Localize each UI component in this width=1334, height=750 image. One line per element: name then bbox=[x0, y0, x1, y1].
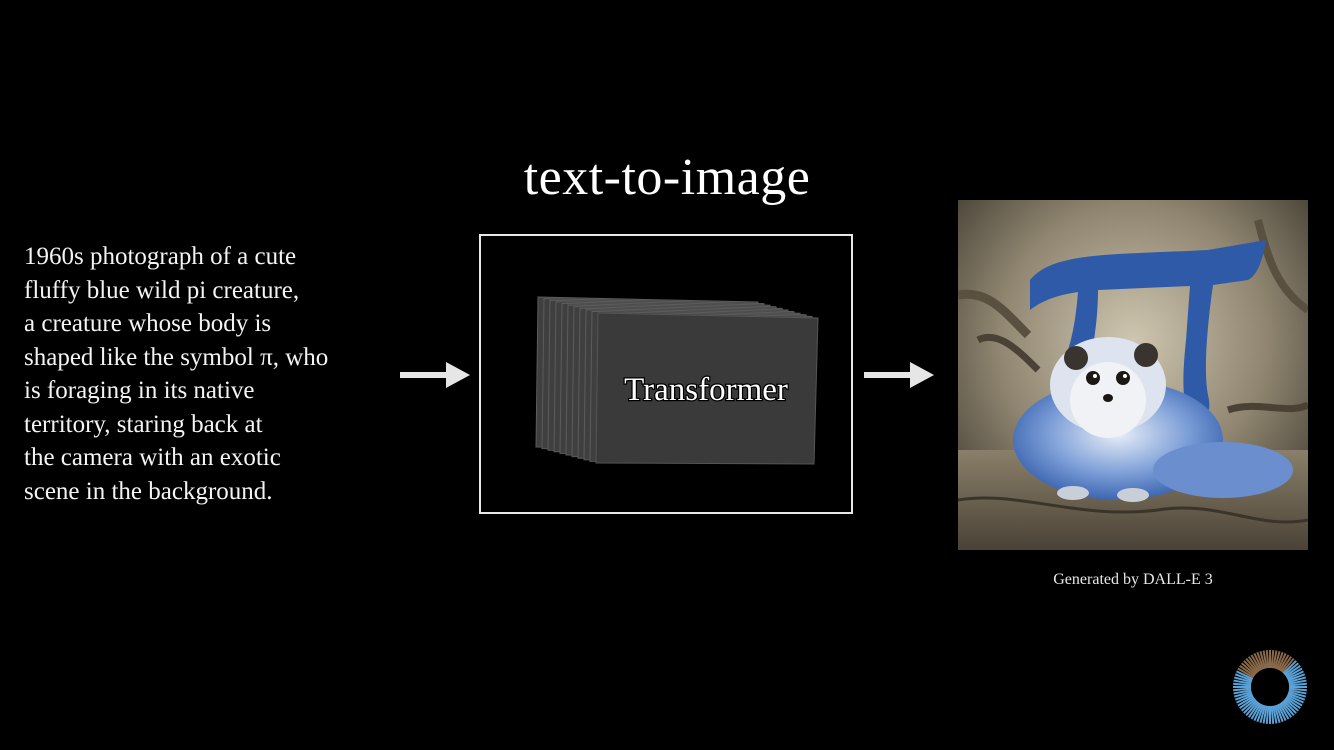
logo-spoke bbox=[1270, 650, 1275, 669]
transformer-block-stack: Transformer bbox=[535, 296, 819, 465]
logo-spoke bbox=[1245, 700, 1259, 716]
logo-spoke bbox=[1262, 705, 1268, 724]
channel-logo bbox=[1233, 650, 1307, 724]
logo-spoke bbox=[1265, 705, 1270, 724]
logo-spoke bbox=[1286, 670, 1304, 680]
logo-spoke bbox=[1288, 690, 1306, 698]
logo-spoke bbox=[1239, 697, 1256, 710]
logo-spoke bbox=[1265, 650, 1270, 669]
logo-spoke bbox=[1245, 658, 1259, 674]
logo-spoke bbox=[1284, 697, 1301, 710]
logo-spoke bbox=[1259, 651, 1267, 669]
prompt-line: is foraging in its native bbox=[24, 377, 255, 404]
logo-spoke bbox=[1236, 670, 1254, 680]
prompt-line: 1960s photograph of a cute bbox=[24, 243, 297, 270]
logo-spoke bbox=[1243, 699, 1258, 714]
logo-spoke bbox=[1241, 698, 1257, 712]
logo-spoke bbox=[1288, 679, 1307, 685]
logo-spoke bbox=[1237, 667, 1255, 679]
logo-spoke bbox=[1277, 703, 1287, 721]
model-frame: Transformer bbox=[479, 234, 853, 514]
logo-spoke bbox=[1247, 656, 1260, 673]
logo-spoke bbox=[1285, 695, 1303, 707]
logo-spoke bbox=[1287, 673, 1306, 682]
prompt-line: fluffy blue wild pi creature, bbox=[24, 276, 300, 304]
diagram-title: text-to-image bbox=[0, 148, 1334, 207]
logo-spoke bbox=[1233, 682, 1252, 687]
logo-spoke bbox=[1275, 651, 1284, 670]
logo-spoke bbox=[1253, 653, 1263, 671]
logo-spoke bbox=[1278, 654, 1290, 672]
logo-spoke bbox=[1283, 698, 1299, 712]
logo-spoke bbox=[1284, 664, 1301, 677]
logo-spoke bbox=[1233, 679, 1252, 685]
logo-spoke bbox=[1278, 702, 1290, 720]
logo-spoke bbox=[1282, 699, 1297, 714]
logo-spoke bbox=[1273, 705, 1281, 723]
logo-spoke bbox=[1286, 694, 1304, 704]
logo-spoke bbox=[1275, 704, 1284, 723]
logo-spoke bbox=[1281, 700, 1295, 716]
logo-spoke bbox=[1237, 695, 1255, 707]
logo-spoke bbox=[1288, 689, 1307, 695]
prompt-text: 1960s photograph of a cute fluffy blue w… bbox=[24, 240, 394, 508]
logo-spoke bbox=[1247, 701, 1260, 718]
logo-spoke bbox=[1280, 701, 1293, 718]
prompt-line: scene in the background. bbox=[24, 477, 273, 505]
input-arrow bbox=[400, 362, 470, 388]
logo-spoke bbox=[1236, 694, 1254, 704]
title-text: text-to-image bbox=[523, 149, 811, 206]
logo-spoke bbox=[1256, 651, 1265, 670]
logo-spoke bbox=[1234, 676, 1252, 684]
logo-spoke bbox=[1250, 654, 1262, 672]
logo-spoke bbox=[1234, 690, 1252, 698]
logo-spoke bbox=[1234, 692, 1253, 701]
logo-spoke bbox=[1256, 704, 1265, 723]
image-caption: Generated by DALL-E 3 bbox=[1053, 571, 1213, 588]
transformer-front-face bbox=[595, 312, 819, 465]
logo-spoke bbox=[1280, 656, 1293, 673]
logo-spoke bbox=[1243, 660, 1258, 675]
logo-spoke bbox=[1233, 687, 1252, 692]
logo-spoke bbox=[1272, 705, 1278, 724]
pi-symbol bbox=[1030, 240, 1266, 422]
logo-spoke bbox=[1234, 673, 1253, 682]
logo-spoke bbox=[1287, 692, 1306, 701]
logo-spoke bbox=[1241, 662, 1257, 676]
logo-spoke bbox=[1272, 650, 1278, 669]
prompt-line: the camera with an exotic bbox=[24, 444, 281, 471]
prompt-line: shaped like the symbol π, who bbox=[24, 343, 329, 371]
prompt-line: a creature whose body is bbox=[24, 310, 272, 337]
logo-spoke bbox=[1288, 682, 1307, 687]
logo-spoke bbox=[1283, 662, 1299, 676]
logo-spoke bbox=[1277, 653, 1287, 671]
logo-spoke bbox=[1233, 689, 1252, 695]
logo-spoke bbox=[1273, 651, 1281, 669]
logo-spoke bbox=[1250, 702, 1262, 720]
logo-spoke bbox=[1285, 667, 1303, 679]
logo-spoke bbox=[1282, 660, 1297, 675]
logo-spoke bbox=[1270, 705, 1275, 724]
logo-spoke bbox=[1239, 664, 1256, 677]
output-arrow bbox=[864, 362, 934, 388]
logo-spoke bbox=[1288, 687, 1307, 692]
transformer-label: Transformer bbox=[624, 372, 788, 408]
generated-image bbox=[958, 200, 1308, 550]
logo-spoke bbox=[1262, 650, 1268, 669]
prompt-line: territory, staring back at bbox=[24, 410, 263, 438]
logo-spoke bbox=[1288, 676, 1306, 684]
logo-spoke bbox=[1259, 705, 1267, 723]
logo-spoke bbox=[1253, 703, 1263, 721]
logo-spoke bbox=[1281, 658, 1295, 674]
